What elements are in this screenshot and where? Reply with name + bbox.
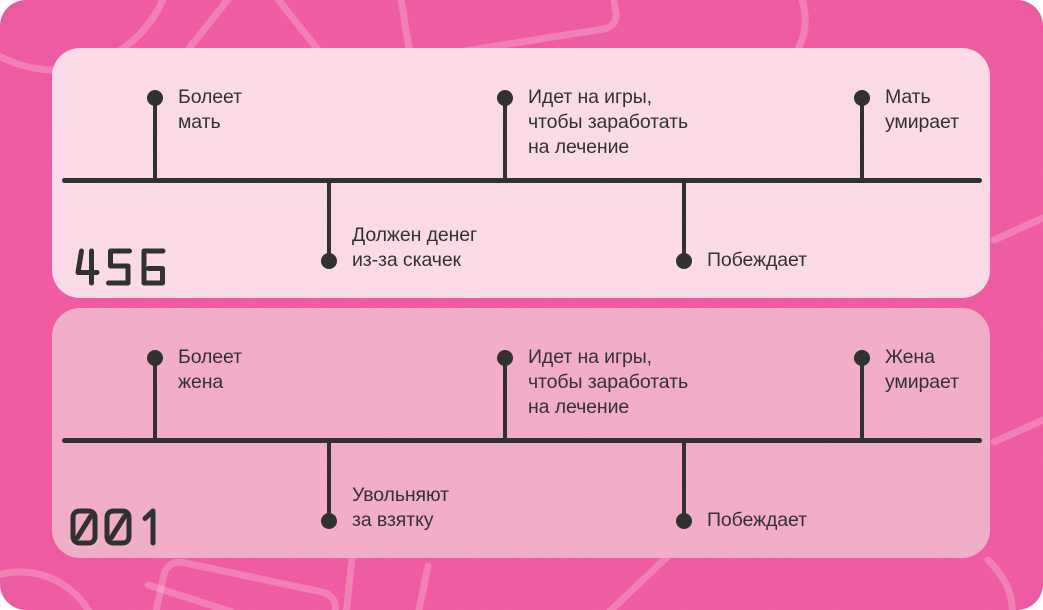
event-stem xyxy=(503,358,507,443)
event-label: Побеждает xyxy=(707,509,807,531)
player-number-001 xyxy=(70,508,156,546)
event-marker-dot xyxy=(854,90,870,106)
event-marker-dot xyxy=(321,253,337,269)
event-marker-dot xyxy=(147,90,163,106)
timeline-axis xyxy=(62,438,982,443)
event-marker-dot xyxy=(497,350,513,366)
doodle-circle-bottom-left xyxy=(0,568,93,610)
doodle-line-bottom-b xyxy=(343,554,356,610)
event-marker-dot xyxy=(854,350,870,366)
doodle-line-bottom-c xyxy=(415,562,432,610)
event-label: Побеждает xyxy=(707,249,807,271)
event-label: Болеет жена xyxy=(178,346,242,393)
event-label: Идет на игры, чтобы заработать на лечени… xyxy=(528,86,688,158)
player-number-digit xyxy=(75,248,100,286)
event-label: Увольняют за взятку xyxy=(352,484,449,531)
event-stem xyxy=(860,358,864,443)
doodle-line-right-upper xyxy=(990,214,1043,244)
event-label: Болеет мать xyxy=(178,86,242,133)
event-label: Мать умирает xyxy=(885,86,959,133)
doodle-line-right-lower xyxy=(990,416,1043,446)
doodle-square-bottom xyxy=(139,558,339,610)
event-stem xyxy=(153,358,157,443)
player-number-456 xyxy=(75,248,166,286)
timeline-axis xyxy=(62,178,982,183)
event-stem xyxy=(327,440,331,524)
event-marker-dot xyxy=(676,513,692,529)
event-stem xyxy=(153,98,157,183)
event-stem xyxy=(682,180,686,264)
event-label: Должен денег из-за скачек xyxy=(352,224,478,271)
event-stem xyxy=(860,98,864,183)
player-number-digit xyxy=(70,508,98,546)
event-marker-dot xyxy=(676,253,692,269)
event-marker-dot xyxy=(497,90,513,106)
doodle-line-bottom-d xyxy=(606,552,672,610)
player-number-digit xyxy=(104,508,132,546)
event-label: Идет на игры, чтобы заработать на лечени… xyxy=(528,346,688,418)
event-marker-dot xyxy=(147,350,163,366)
doodle-curve-bottom-right xyxy=(984,556,1016,610)
event-stem xyxy=(327,180,331,264)
player-number-digit xyxy=(141,248,166,286)
event-stem xyxy=(682,440,686,524)
event-stem xyxy=(503,98,507,183)
event-label: Жена умирает xyxy=(885,346,959,393)
player-number-digit xyxy=(142,508,156,546)
event-marker-dot xyxy=(321,513,337,529)
player-number-digit xyxy=(106,248,132,286)
